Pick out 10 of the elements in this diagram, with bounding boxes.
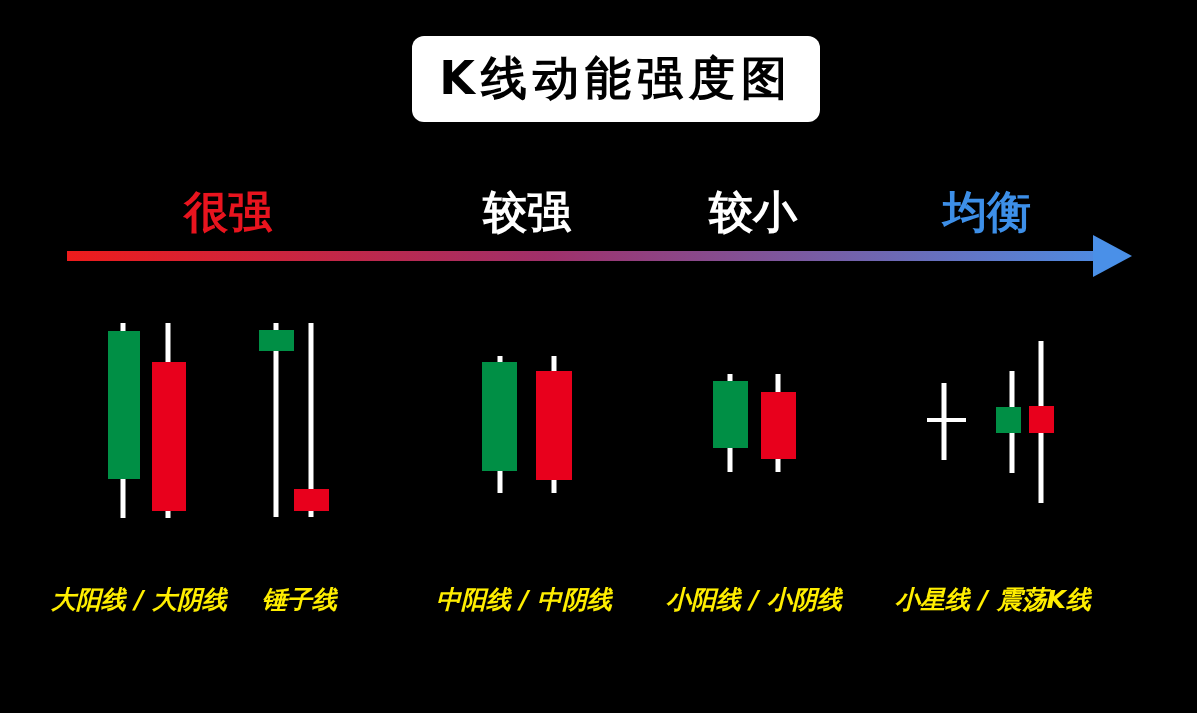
strength-label: 很强	[184, 184, 272, 239]
candlestick-label: 中阳线 / 中阴线	[435, 583, 613, 616]
candlestick-label: 大阳线 / 大阴线	[50, 583, 228, 616]
candlestick-label: 小星线 / 震荡K线	[895, 583, 1091, 616]
candlestick-label: 小阳线 / 小阴线	[665, 583, 843, 616]
strength-label: 均衡	[943, 184, 1031, 239]
candlestick-label: 锤子线	[261, 583, 337, 616]
strength-label: 较小	[709, 184, 797, 239]
strength-label: 较强	[483, 184, 571, 239]
title: K线动能强度图	[412, 36, 820, 122]
